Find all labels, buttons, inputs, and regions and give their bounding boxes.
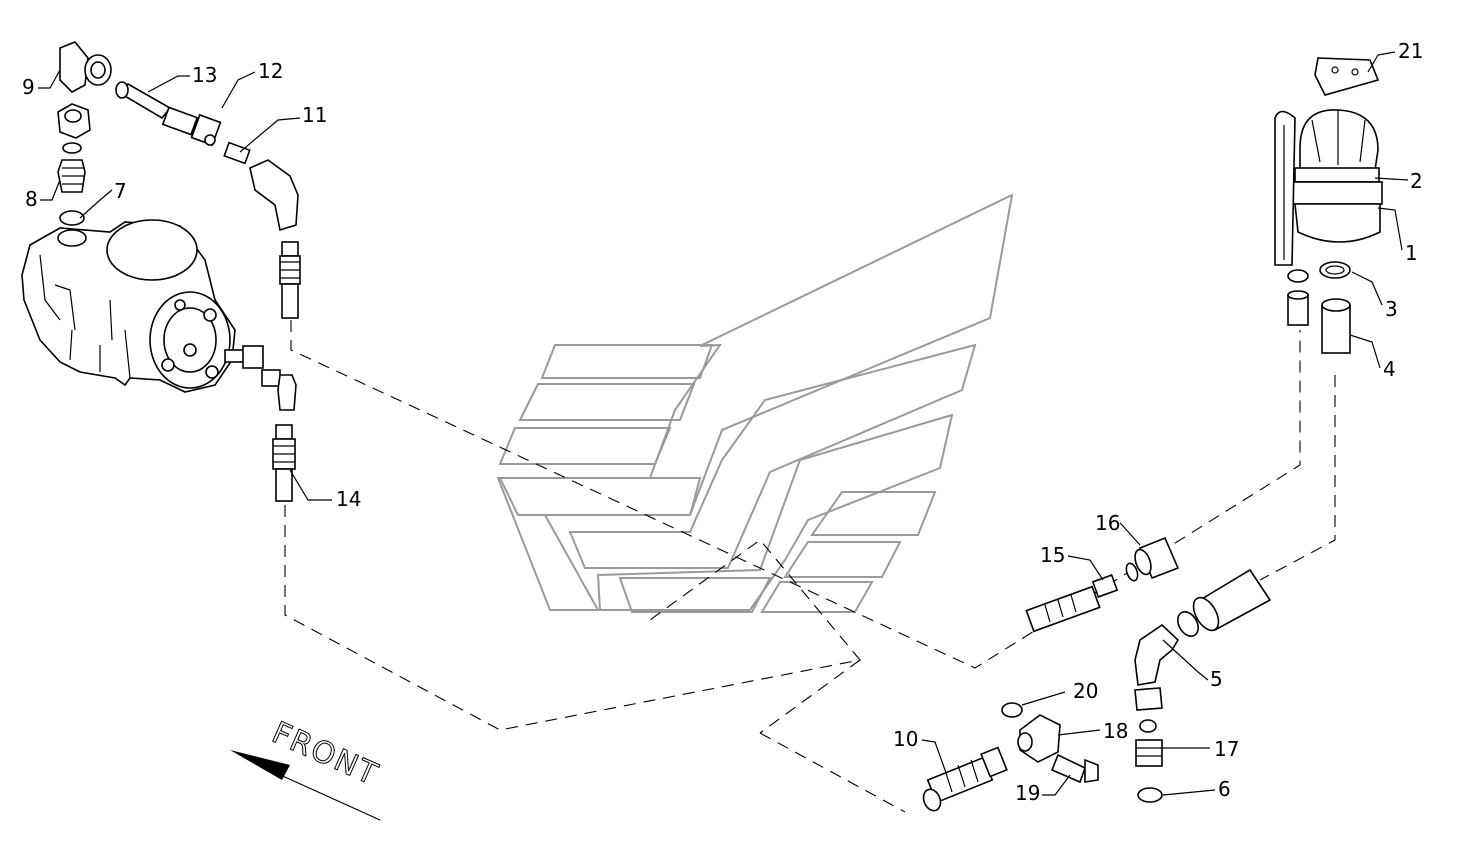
- callout-7: 7: [114, 179, 127, 203]
- callout-17: 17: [1214, 737, 1239, 761]
- washer-20: [1001, 702, 1023, 718]
- hose-routes: [284, 320, 1336, 813]
- hose-end-10: [922, 746, 1008, 812]
- callout-4: 4: [1383, 357, 1396, 381]
- washer-6: [1137, 787, 1163, 803]
- callout-2: 2: [1410, 169, 1423, 193]
- callout-21: 21: [1398, 39, 1423, 63]
- hose-end-upper: [279, 241, 301, 319]
- callout-19: 19: [1015, 781, 1040, 805]
- callout-14: 14: [336, 487, 361, 511]
- callout-labels: 1 2 3 4 5 6 7 8 9 10 11 12 13 14 15 16 1…: [22, 39, 1423, 805]
- callout-1: 1: [1405, 241, 1418, 265]
- block-18: [1017, 714, 1061, 763]
- callout-13: 13: [192, 63, 217, 87]
- hose-large: [1177, 568, 1272, 637]
- callout-20: 20: [1073, 679, 1098, 703]
- callout-leaders: [38, 51, 1409, 796]
- fitting-11: [223, 141, 299, 232]
- hose-13: [115, 81, 172, 120]
- callout-8: 8: [25, 187, 38, 211]
- reservoir-assembly: [1274, 57, 1383, 266]
- hose-16: [1125, 536, 1180, 582]
- pump-outlet-elbow: [261, 369, 297, 411]
- callout-9: 9: [22, 75, 35, 99]
- steering-gear-assembly: [21, 219, 264, 393]
- hose-clamp-3: [1287, 261, 1351, 283]
- callout-5: 5: [1210, 667, 1223, 691]
- watermark-logo: [496, 193, 1014, 613]
- callout-18: 18: [1103, 719, 1128, 743]
- nut-fitting-8: [57, 103, 91, 193]
- callout-15: 15: [1040, 543, 1065, 567]
- callout-12: 12: [258, 59, 283, 83]
- callout-10: 10: [893, 727, 918, 751]
- hose-4: [1287, 290, 1351, 354]
- callout-3: 3: [1385, 297, 1398, 321]
- hose-end-14: [272, 424, 296, 502]
- fitting-17: [1134, 687, 1163, 767]
- bolt-19: [1050, 753, 1099, 784]
- fitting-15: [1025, 574, 1119, 633]
- elbow-5: [1134, 623, 1180, 686]
- front-label: FRONT: [267, 715, 384, 793]
- callout-6: 6: [1218, 777, 1231, 801]
- front-arrow: FRONT: [230, 715, 384, 821]
- tee-fitting-12: [161, 106, 222, 147]
- callout-11: 11: [302, 103, 327, 127]
- elbow-fitting-9: [59, 41, 112, 93]
- callout-16: 16: [1095, 511, 1120, 535]
- washer-7: [59, 210, 85, 226]
